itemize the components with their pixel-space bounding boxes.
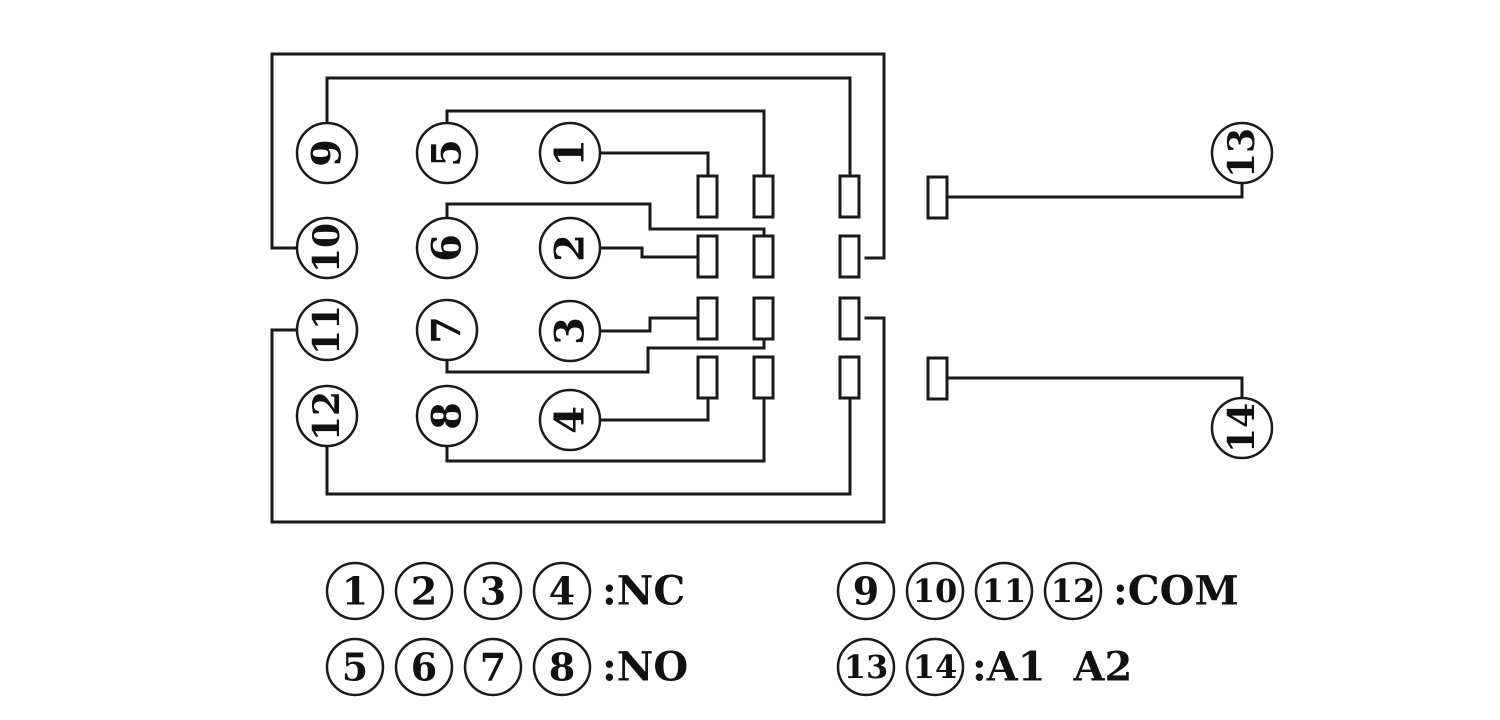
wire-pin10-com2	[270, 52, 886, 260]
legend-row-nc: 1 2 3 4 :NC	[325, 561, 685, 621]
coil-terminal-a1	[926, 175, 949, 220]
legend-pin-label: 8	[549, 645, 575, 690]
pin-2: 2	[538, 216, 602, 280]
pin-8: 8	[415, 384, 479, 448]
pin-12: 12	[295, 384, 359, 448]
pin-label: 10	[306, 223, 348, 273]
wire-pin8-no4	[445, 397, 766, 463]
legend-pin-label: 3	[480, 569, 506, 614]
pin-label: 1	[547, 139, 594, 167]
wire-pin11-com3	[270, 316, 886, 524]
legend-pin-label: 4	[549, 569, 575, 614]
legend-row-com: 9 10 11 12 :COM	[836, 561, 1239, 621]
legend-text-com: :COM	[1113, 568, 1239, 615]
legend-pin-12: 12	[1043, 561, 1103, 621]
contacts	[696, 174, 949, 401]
contact-nc-row2	[696, 234, 719, 279]
pin-3: 3	[538, 299, 602, 363]
wire-pin2-nc2	[598, 246, 700, 259]
pin-5: 5	[415, 121, 479, 185]
legend-pin-5: 5	[325, 637, 385, 697]
legend-pin-label: 5	[342, 645, 368, 690]
contact-com-row1	[838, 174, 861, 219]
pin-label: 13	[1221, 128, 1263, 178]
legend-pin-11: 11	[974, 561, 1034, 621]
wire-pin14-a2	[945, 376, 1244, 400]
legend-pin-6: 6	[394, 637, 454, 697]
pin-label: 4	[547, 406, 594, 434]
wires	[270, 52, 1244, 524]
legend-text-coil: :A1 A2	[972, 644, 1132, 691]
pin-4: 4	[538, 388, 602, 452]
legend-pin-label: 14	[913, 648, 958, 686]
pin-label: 3	[547, 317, 594, 345]
legend-pin-3: 3	[463, 561, 523, 621]
contact-com-row3	[838, 296, 861, 341]
wire-pin5-no1	[445, 109, 766, 178]
pin-label: 8	[424, 402, 471, 430]
legend-pin-label: 9	[853, 569, 879, 614]
legend-pin-label: 6	[411, 645, 437, 690]
legend-pin-label: 12	[1051, 572, 1096, 610]
legend-pin-label: 10	[913, 572, 958, 610]
pins: 9 5 1 10 6 2 11 7	[295, 121, 1274, 460]
legend: 1 2 3 4 :NC 5 6	[325, 561, 1239, 697]
legend-pin-label: 1	[342, 569, 368, 614]
pin-13: 13	[1210, 121, 1274, 185]
wire-pin6-no2	[445, 202, 766, 238]
pin-label: 6	[424, 234, 471, 262]
pin-label: 12	[306, 391, 348, 441]
wire-pin9-com1	[325, 76, 852, 178]
pin-1: 1	[538, 121, 602, 185]
contact-no-row1	[752, 174, 775, 219]
contact-nc-row1	[696, 174, 719, 219]
legend-row-no: 5 6 7 8 :NO	[325, 637, 688, 697]
legend-pin-13: 13	[836, 637, 896, 697]
wire-pin12-com4	[325, 397, 852, 496]
contact-nc-row3	[696, 296, 719, 341]
pin-10: 10	[295, 216, 359, 280]
coil-terminal-a2	[926, 356, 949, 401]
pin-label: 2	[547, 234, 594, 262]
legend-pin-2: 2	[394, 561, 454, 621]
legend-pin-1: 1	[325, 561, 385, 621]
pin-label: 5	[424, 139, 471, 167]
legend-pin-14: 14	[905, 637, 965, 697]
contact-no-row4	[752, 355, 775, 400]
contact-no-row2	[752, 234, 775, 279]
legend-pin-8: 8	[532, 637, 592, 697]
legend-text-no: :NO	[602, 644, 688, 691]
legend-pin-label: 13	[844, 648, 889, 686]
contact-no-row3	[752, 296, 775, 341]
pin-label: 14	[1221, 403, 1263, 453]
pin-14: 14	[1210, 396, 1274, 460]
legend-pin-9: 9	[836, 561, 896, 621]
wire-pin4-nc4	[598, 397, 710, 422]
legend-pin-7: 7	[463, 637, 523, 697]
pin-label: 11	[306, 305, 348, 355]
pin-7: 7	[415, 298, 479, 362]
wire-pin1-nc1	[598, 151, 710, 178]
contact-nc-row4	[696, 355, 719, 400]
pin-label: 9	[304, 139, 351, 167]
legend-pin-4: 4	[532, 561, 592, 621]
legend-pin-label: 2	[411, 569, 437, 614]
legend-pin-10: 10	[905, 561, 965, 621]
pin-label: 7	[424, 316, 471, 344]
wire-pin13-a1	[945, 181, 1244, 199]
pin-11: 11	[295, 298, 359, 362]
contact-com-row2	[838, 234, 861, 279]
pin-9: 9	[295, 121, 359, 185]
legend-row-coil: 13 14 :A1 A2	[836, 637, 1132, 697]
contact-com-row4	[838, 355, 861, 400]
legend-pin-label: 11	[982, 572, 1027, 610]
legend-pin-label: 7	[480, 645, 506, 690]
wire-pin7-no3	[445, 338, 766, 374]
pin-6: 6	[415, 216, 479, 280]
legend-text-nc: :NC	[602, 568, 685, 615]
wire-pin3-nc3	[598, 316, 700, 333]
